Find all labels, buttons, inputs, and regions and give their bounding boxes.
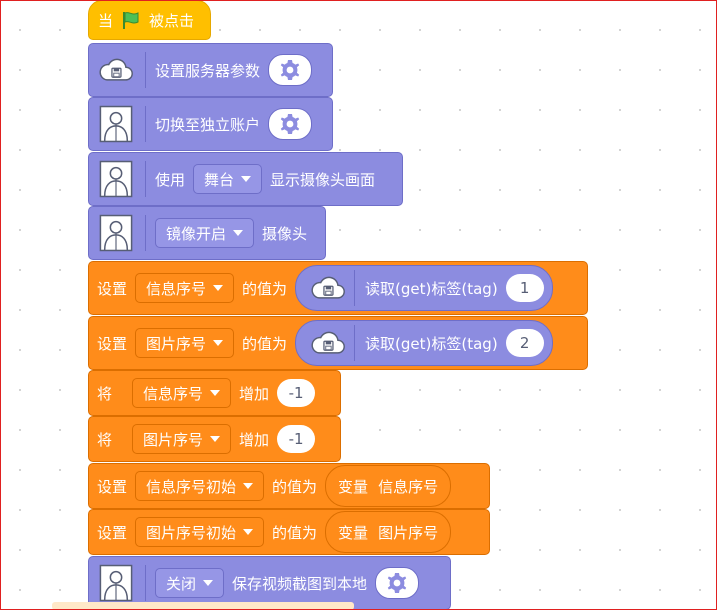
variable-dropdown[interactable]: 信息序号 bbox=[135, 273, 235, 303]
variable-dropdown[interactable]: 信息序号 bbox=[132, 378, 232, 408]
set-server-params-block[interactable]: 设置服务器参数 bbox=[88, 43, 333, 97]
block-separator bbox=[145, 565, 146, 601]
camera-display-block[interactable]: 使用 舞台 显示摄像头画面 bbox=[88, 152, 403, 206]
set-keyword: 设置 bbox=[97, 523, 128, 542]
switch-account-block[interactable]: 切换至独立账户 bbox=[88, 97, 333, 151]
person-icon bbox=[95, 212, 137, 254]
mirror-camera-block[interactable]: 镜像开启 摄像头 bbox=[88, 206, 326, 260]
read-tag-reporter[interactable]: 读取(get)标签(tag) 2 bbox=[295, 320, 553, 366]
set-image-init-block[interactable]: 设置 图片序号初始 的值为 变量图片序号 bbox=[88, 509, 490, 555]
cloud-save-icon bbox=[310, 273, 346, 303]
variable-dropdown-value: 图片序号 bbox=[143, 430, 204, 449]
read-tag-reporter[interactable]: 读取(get)标签(tag) 1 bbox=[295, 265, 553, 311]
set-keyword: 设置 bbox=[97, 477, 128, 496]
block-separator bbox=[145, 215, 146, 251]
camera-display-suffix: 显示摄像头画面 bbox=[270, 170, 376, 189]
mirror-dropdown[interactable]: 镜像开启 bbox=[155, 218, 255, 248]
gear-icon bbox=[278, 58, 302, 82]
camera-display-prefix: 使用 bbox=[155, 170, 186, 189]
set-keyword: 设置 bbox=[97, 279, 128, 298]
read-tag-label: 读取(get)标签(tag) bbox=[365, 334, 498, 353]
value-keyword: 的值为 bbox=[242, 334, 288, 353]
tag-number-input[interactable]: 2 bbox=[505, 329, 544, 357]
person-icon bbox=[95, 562, 137, 604]
set-server-label: 设置服务器参数 bbox=[155, 61, 261, 80]
chevron-down-icon bbox=[210, 390, 221, 396]
switch-account-label: 切换至独立账户 bbox=[155, 115, 261, 134]
horizontal-scrollbar[interactable] bbox=[52, 602, 354, 610]
set-image-index-block[interactable]: 设置 图片序号 的值为 读取(get)标签(tag) 2 bbox=[88, 316, 588, 370]
variable-keyword: 变量 bbox=[338, 477, 369, 496]
mirror-suffix: 摄像头 bbox=[262, 224, 308, 243]
chevron-down-icon bbox=[233, 230, 244, 236]
chevron-down-icon bbox=[243, 483, 254, 489]
when-flag-clicked-block[interactable]: 当 被点击 bbox=[88, 0, 211, 40]
change-info-index-block[interactable]: 将 信息序号 增加 -1 bbox=[88, 370, 341, 416]
variable-dropdown[interactable]: 图片序号初始 bbox=[135, 517, 265, 547]
chevron-down-icon bbox=[203, 580, 214, 586]
variable-dropdown-value: 信息序号 bbox=[143, 384, 204, 403]
variable-dropdown-value: 图片序号 bbox=[146, 334, 207, 353]
change-keyword: 将 bbox=[97, 384, 113, 403]
value-keyword: 的值为 bbox=[272, 477, 318, 496]
event-prefix: 当 bbox=[98, 11, 114, 30]
gear-icon bbox=[278, 112, 302, 136]
variable-dropdown[interactable]: 图片序号 bbox=[132, 424, 232, 454]
tag-number-input[interactable]: 1 bbox=[505, 274, 544, 302]
block-separator bbox=[145, 161, 146, 197]
mirror-dropdown-value: 镜像开启 bbox=[166, 224, 227, 243]
chevron-down-icon bbox=[243, 529, 254, 535]
variable-keyword: 变量 bbox=[338, 523, 369, 542]
save-toggle-value: 关闭 bbox=[166, 574, 197, 593]
chevron-down-icon bbox=[210, 436, 221, 442]
change-image-index-block[interactable]: 将 图片序号 增加 -1 bbox=[88, 416, 341, 462]
save-video-screenshot-block[interactable]: 关闭 保存视频截图到本地 bbox=[88, 556, 451, 610]
person-icon bbox=[95, 103, 137, 145]
chevron-down-icon bbox=[213, 340, 224, 346]
block-separator bbox=[145, 106, 146, 142]
variable-dropdown-value: 图片序号初始 bbox=[146, 523, 237, 542]
variable-dropdown-value: 信息序号初始 bbox=[146, 477, 237, 496]
read-tag-label: 读取(get)标签(tag) bbox=[365, 279, 498, 298]
save-video-label: 保存视频截图到本地 bbox=[232, 574, 368, 593]
event-suffix: 被点击 bbox=[149, 11, 195, 30]
set-info-index-block[interactable]: 设置 信息序号 的值为 读取(get)标签(tag) 1 bbox=[88, 261, 588, 315]
variable-reporter[interactable]: 变量图片序号 bbox=[325, 511, 452, 553]
save-toggle-dropdown[interactable]: 关闭 bbox=[155, 568, 225, 598]
change-keyword: 将 bbox=[97, 430, 113, 449]
cloud-save-icon bbox=[95, 49, 137, 91]
variable-dropdown[interactable]: 信息序号初始 bbox=[135, 471, 265, 501]
increment-input[interactable]: -1 bbox=[277, 379, 316, 407]
stage-dropdown[interactable]: 舞台 bbox=[193, 164, 263, 194]
block-separator bbox=[354, 325, 356, 361]
gear-icon bbox=[385, 571, 409, 595]
settings-gear-button[interactable] bbox=[268, 54, 313, 86]
green-flag-icon bbox=[121, 10, 141, 30]
variable-dropdown[interactable]: 图片序号 bbox=[135, 328, 235, 358]
block-separator bbox=[145, 52, 146, 88]
increase-keyword: 增加 bbox=[239, 430, 270, 449]
person-icon bbox=[95, 158, 137, 200]
chevron-down-icon bbox=[213, 285, 224, 291]
value-keyword: 的值为 bbox=[272, 523, 318, 542]
value-keyword: 的值为 bbox=[242, 279, 288, 298]
stage-dropdown-value: 舞台 bbox=[204, 170, 235, 189]
cloud-save-icon bbox=[310, 328, 346, 358]
increment-input[interactable]: -1 bbox=[277, 425, 316, 453]
variable-reporter[interactable]: 变量信息序号 bbox=[325, 465, 452, 507]
block-separator bbox=[354, 270, 356, 306]
set-keyword: 设置 bbox=[97, 334, 128, 353]
settings-gear-button[interactable] bbox=[375, 567, 420, 599]
increase-keyword: 增加 bbox=[239, 384, 270, 403]
variable-dropdown-value: 信息序号 bbox=[146, 279, 207, 298]
variable-name: 信息序号 bbox=[378, 477, 439, 496]
variable-name: 图片序号 bbox=[378, 523, 439, 542]
chevron-down-icon bbox=[241, 176, 252, 182]
settings-gear-button[interactable] bbox=[268, 108, 313, 140]
set-info-init-block[interactable]: 设置 信息序号初始 的值为 变量信息序号 bbox=[88, 463, 490, 509]
